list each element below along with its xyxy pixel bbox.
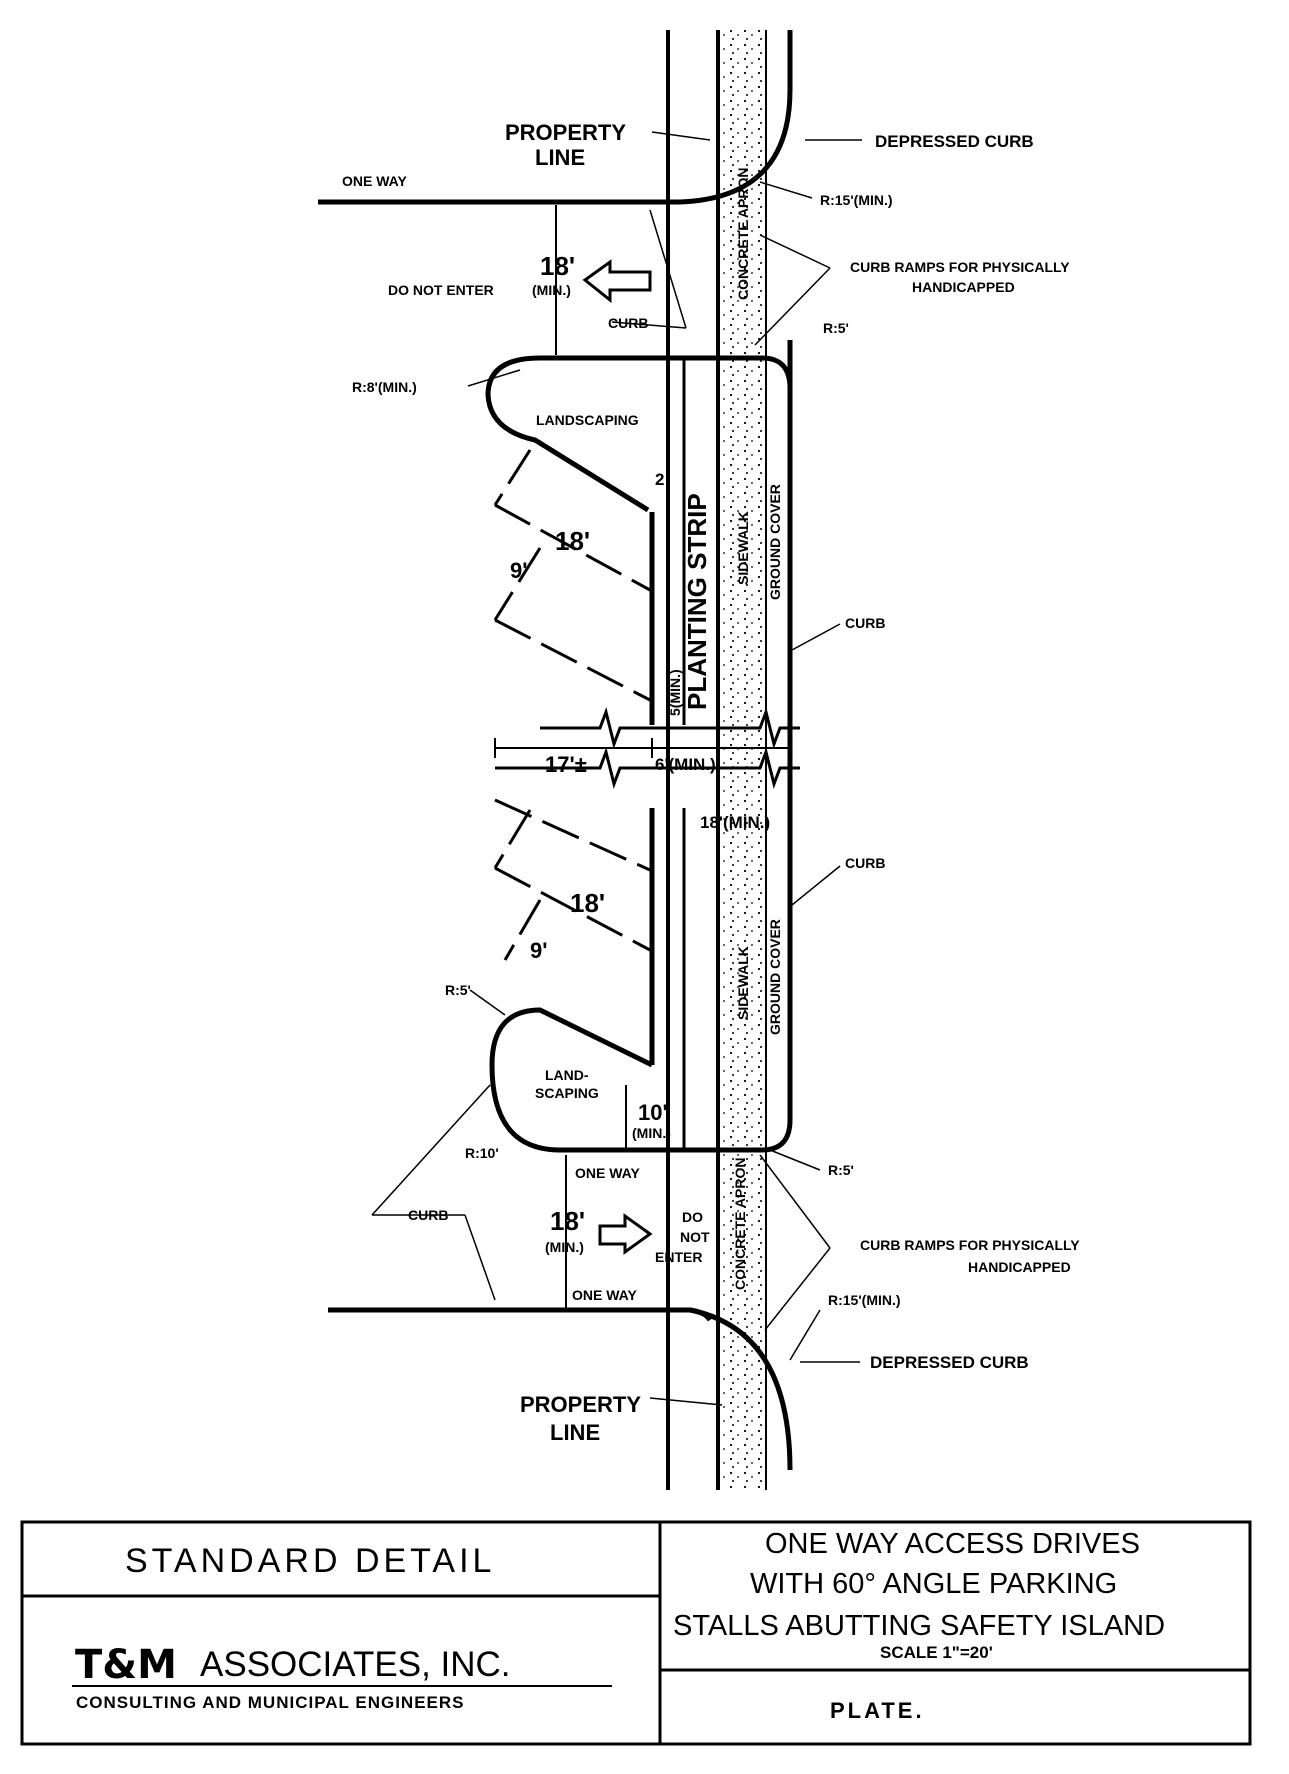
landscaping-island-top xyxy=(485,355,650,513)
firm-subtitle: CONSULTING AND MUNICIPAL ENGINEERS xyxy=(76,1693,465,1712)
title-block xyxy=(20,1520,1252,1746)
dim-17-label: 17'± xyxy=(545,752,587,777)
radius-5-bottom-right-label: R:5' xyxy=(828,1162,854,1178)
concrete-apron-top-label: CONCRETE APRON xyxy=(735,168,751,301)
dim-18-min-strip-label: 18'(MIN.) xyxy=(700,813,770,832)
curb-ramps-bottom-2: HANDICAPPED xyxy=(968,1259,1071,1275)
parking-stalls-lower xyxy=(493,798,651,961)
one-way-top-label: ONE WAY xyxy=(342,173,407,189)
dim-18-stall-top-label: 18' xyxy=(555,526,590,556)
curb-right-top-label: CURB xyxy=(845,615,885,631)
dim-9-stall-top-label: 9' xyxy=(510,558,527,583)
dim-min-bottom-label: (MIN.) xyxy=(545,1239,584,1255)
sidewalk-strip xyxy=(666,30,767,1490)
do-not-enter-bottom-2: NOT xyxy=(680,1229,710,1245)
landscaping-bottom-1: LAND- xyxy=(545,1067,589,1083)
firm-name: ASSOCIATES, INC. xyxy=(200,1645,511,1684)
dim-10-label: 10' xyxy=(638,1100,668,1125)
curb-bottom-left-label: CURB xyxy=(408,1207,448,1223)
concrete-apron-bottom-label: CONCRETE APRON xyxy=(732,1158,748,1291)
curb-ramps-top-2: HANDICAPPED xyxy=(912,279,1015,295)
curb-ramps-bottom-1: CURB RAMPS FOR PHYSICALLY xyxy=(860,1237,1080,1253)
property-line-top-1: PROPERTY xyxy=(505,120,626,145)
arrow-left-icon xyxy=(582,259,652,304)
dimension-row xyxy=(494,738,790,758)
parking-stalls-upper xyxy=(493,449,651,702)
planting-strip-label: PLANTING STRIP xyxy=(682,493,712,710)
curb-top-label: CURB xyxy=(608,315,648,331)
landscaping-bottom-2: SCAPING xyxy=(535,1085,599,1101)
one-way-bottom-label: ONE WAY xyxy=(572,1287,637,1303)
landscaping-top-label: LANDSCAPING xyxy=(536,412,639,428)
dim-18-top-label: 18' xyxy=(540,251,575,281)
standard-detail-label: STANDARD DETAIL xyxy=(125,1542,495,1580)
radius-8-label: R:8'(MIN.) xyxy=(352,379,417,395)
ground-cover-bottom-label: GROUND COVER xyxy=(767,919,783,1035)
dim-18-stall-bottom-label: 18' xyxy=(570,888,605,918)
safety-island-top-curb xyxy=(540,355,793,389)
dim-18-bottom-label: 18' xyxy=(550,1206,585,1236)
do-not-enter-bottom-1: DO xyxy=(682,1209,703,1225)
scale-label: SCALE 1"=20' xyxy=(880,1643,993,1662)
do-not-enter-top-label: DO NOT ENTER xyxy=(388,282,494,298)
radius-15-top-label: R:15'(MIN.) xyxy=(820,192,893,208)
title-line-2: WITH 60° ANGLE PARKING xyxy=(750,1568,1117,1600)
depressed-curb-top xyxy=(679,30,793,205)
property-line-bottom-2: LINE xyxy=(550,1420,600,1445)
property-line-bottom-1: PROPERTY xyxy=(520,1392,641,1417)
safety-island-curb xyxy=(560,340,793,1153)
dim-6-min-label: 6'(MIN.) xyxy=(655,755,716,774)
ground-cover-top-label: GROUND COVER xyxy=(767,484,783,600)
do-not-enter-bottom-3: ENTER xyxy=(655,1249,702,1265)
radius-15-bottom-label: R:15'(MIN.) xyxy=(828,1292,901,1308)
radius-5-top-label: R:5' xyxy=(823,320,849,336)
dim-2-label: 2 xyxy=(655,470,664,489)
dim-min-top-label: (MIN.) xyxy=(532,282,571,298)
firm-logo: T&M xyxy=(75,1642,177,1688)
break-line-top xyxy=(495,706,800,790)
one-way-mid-label: ONE WAY xyxy=(575,1165,640,1181)
title-line-3: STALLS ABUTTING SAFETY ISLAND xyxy=(673,1610,1165,1642)
title-line-1: ONE WAY ACCESS DRIVES xyxy=(765,1528,1140,1560)
dim-10-min-label: (MIN.) xyxy=(632,1125,671,1141)
driveway-edge-bottom xyxy=(328,1307,713,1322)
depressed-curb-bottom xyxy=(689,1307,793,1471)
radius-5-bottom-label: R:5' xyxy=(445,982,471,998)
landscaping-island-bottom xyxy=(489,1007,654,1153)
dim-9-stall-bottom-label: 9' xyxy=(530,938,547,963)
arrow-right-icon xyxy=(598,1213,653,1255)
radius-10-label: R:10' xyxy=(465,1145,499,1161)
property-line-top-2: LINE xyxy=(535,145,585,170)
curb-ramps-top-1: CURB RAMPS FOR PHYSICALLY xyxy=(850,259,1070,275)
depressed-curb-top-label: DEPRESSED CURB xyxy=(875,132,1034,151)
leader-lines xyxy=(371,131,862,1406)
dim-5-min-label: 5(MIN.) xyxy=(667,669,683,716)
depressed-curb-bottom-label: DEPRESSED CURB xyxy=(870,1353,1029,1372)
sidewalk-bottom-label: SIDEWALK xyxy=(735,946,751,1020)
plate-label: PLATE. xyxy=(830,1698,925,1723)
curb-right-bottom-label: CURB xyxy=(845,855,885,871)
sidewalk-top-label: SIDEWALK xyxy=(735,511,751,585)
